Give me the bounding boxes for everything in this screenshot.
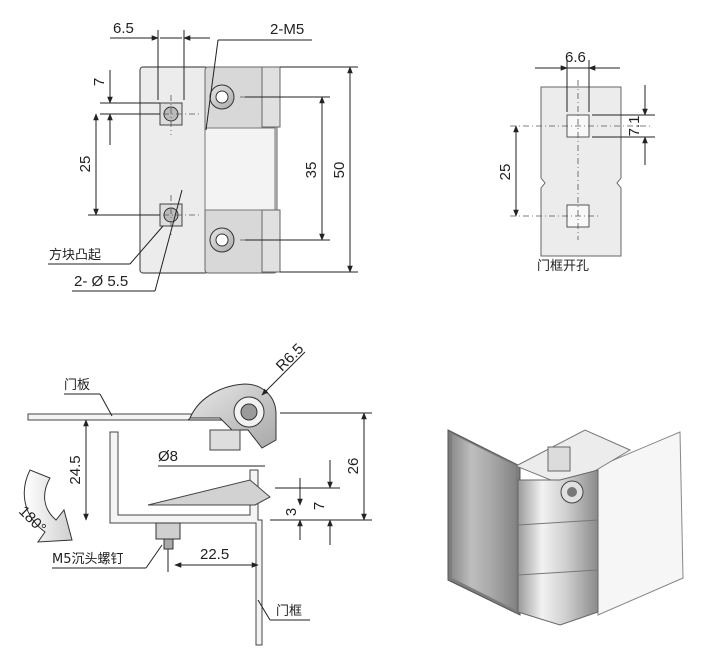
dim-22-5: 22.5 xyxy=(200,546,229,563)
dim-7-1: 7.1 xyxy=(626,116,643,137)
cutout-plate xyxy=(540,86,622,257)
rotation-arrow-icon xyxy=(23,469,73,543)
label-square-boss: 方块凸起 xyxy=(49,247,101,263)
dim-7-side: 7 xyxy=(311,502,328,510)
dim-35: 35 xyxy=(303,162,320,179)
door-frame-bracket xyxy=(109,431,263,646)
cutout-view: 6.6 7.1 25 门框开孔 xyxy=(497,49,655,274)
dim-6-6: 6.6 xyxy=(565,49,586,66)
dim-7: 7 xyxy=(91,78,108,86)
label-m5-screw: M5沉头螺钉 xyxy=(52,552,124,567)
dim-26: 26 xyxy=(345,458,362,475)
front-view: 6.5 2-M5 7 25 35 50 方块凸起 2- Ø 5.5 xyxy=(48,20,358,292)
label-door-frame: 门框 xyxy=(276,604,302,619)
pin-boss xyxy=(209,429,241,451)
dim-dia-8: Ø8 xyxy=(158,448,178,465)
dim-6-5: 6.5 xyxy=(113,20,134,37)
dim-50: 50 xyxy=(331,162,348,179)
front-knuckle xyxy=(204,127,276,211)
dim-25: 25 xyxy=(77,156,94,173)
countersunk-screw xyxy=(155,522,181,540)
dim-24-5: 24.5 xyxy=(67,455,84,484)
pivot-inner xyxy=(240,403,258,421)
label-frame-cutout: 门框开孔 xyxy=(537,259,589,274)
label-door-panel: 门板 xyxy=(64,378,90,393)
hinge-lower-arm xyxy=(147,479,271,506)
front-left-leaf xyxy=(139,66,209,274)
front-bottom-pin-housing xyxy=(261,209,281,273)
side-view: R6.5 门板 Ø8 24.5 26 7 3 22.5 M5沉头螺钉 xyxy=(15,340,372,646)
dim-r6-5: R6.5 xyxy=(273,340,307,374)
dim-2-m5: 2-M5 xyxy=(270,21,304,38)
dim-cutout-25: 25 xyxy=(497,164,514,181)
isometric-render xyxy=(447,429,684,626)
iso-boss xyxy=(547,446,571,472)
dim-2-dia-5-5: 2- Ø 5.5 xyxy=(74,273,128,290)
dim-3: 3 xyxy=(283,508,300,516)
iso-knuckle xyxy=(517,469,599,626)
